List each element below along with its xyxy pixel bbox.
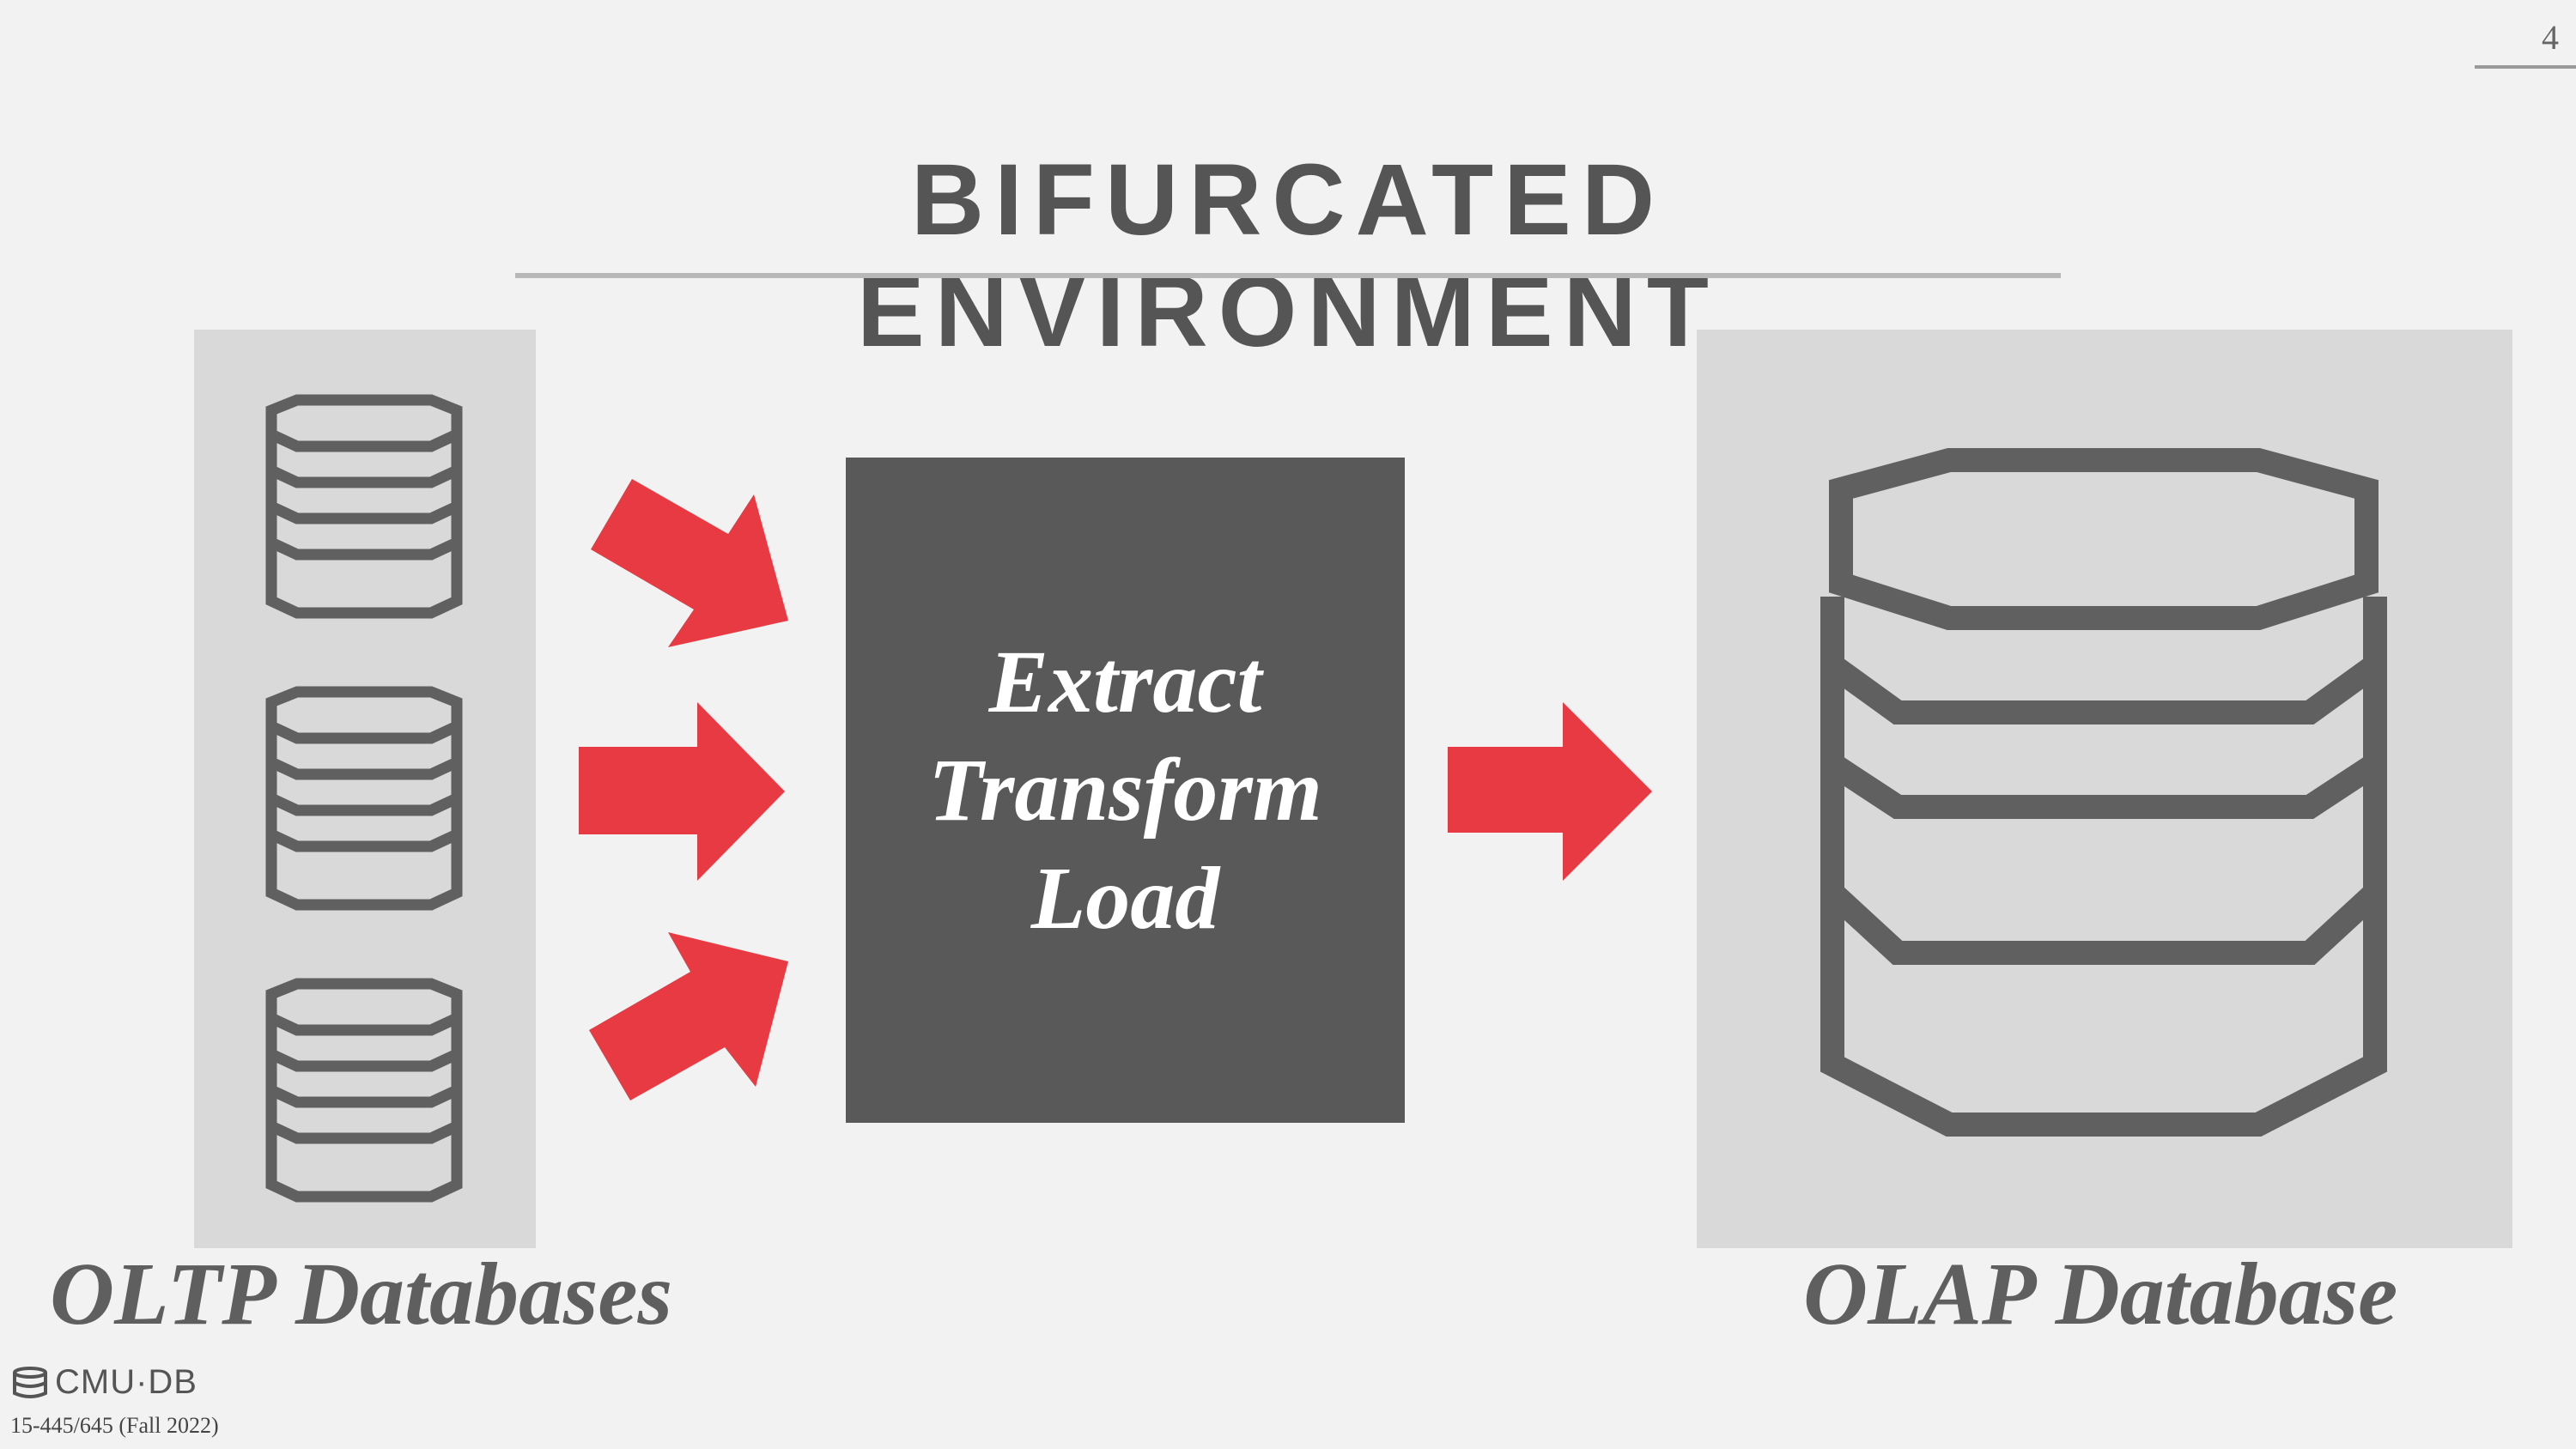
database-icon: [265, 394, 463, 619]
etl-extract-label: Extract: [988, 632, 1262, 731]
title-divider: [515, 273, 2061, 278]
etl-transform-label: Transform: [928, 740, 1322, 840]
etl-load-label: Load: [1030, 848, 1220, 948]
database-icon: [1820, 448, 2387, 1137]
database-icon: [265, 686, 463, 911]
slide-number-divider: [2475, 65, 2576, 69]
arrow-icon: [589, 932, 788, 1100]
arrow-icon: [1448, 702, 1652, 881]
olap-label: OLAP Database: [1803, 1245, 2398, 1343]
footer-logo: CMU·DB: [10, 1363, 197, 1402]
etl-box: Extract Transform Load: [846, 458, 1405, 1123]
footer-logo-text: CMU·DB: [55, 1363, 197, 1401]
footer-course: 15-445/645 (Fall 2022): [10, 1413, 219, 1438]
oltp-label: OLTP Databases: [50, 1245, 673, 1343]
arrow-icon: [591, 479, 788, 647]
slide-number: 4: [2542, 18, 2559, 57]
arrow-icon: [579, 702, 785, 881]
cmu-db-logo-icon: [13, 1366, 47, 1398]
database-icon: [265, 978, 463, 1203]
